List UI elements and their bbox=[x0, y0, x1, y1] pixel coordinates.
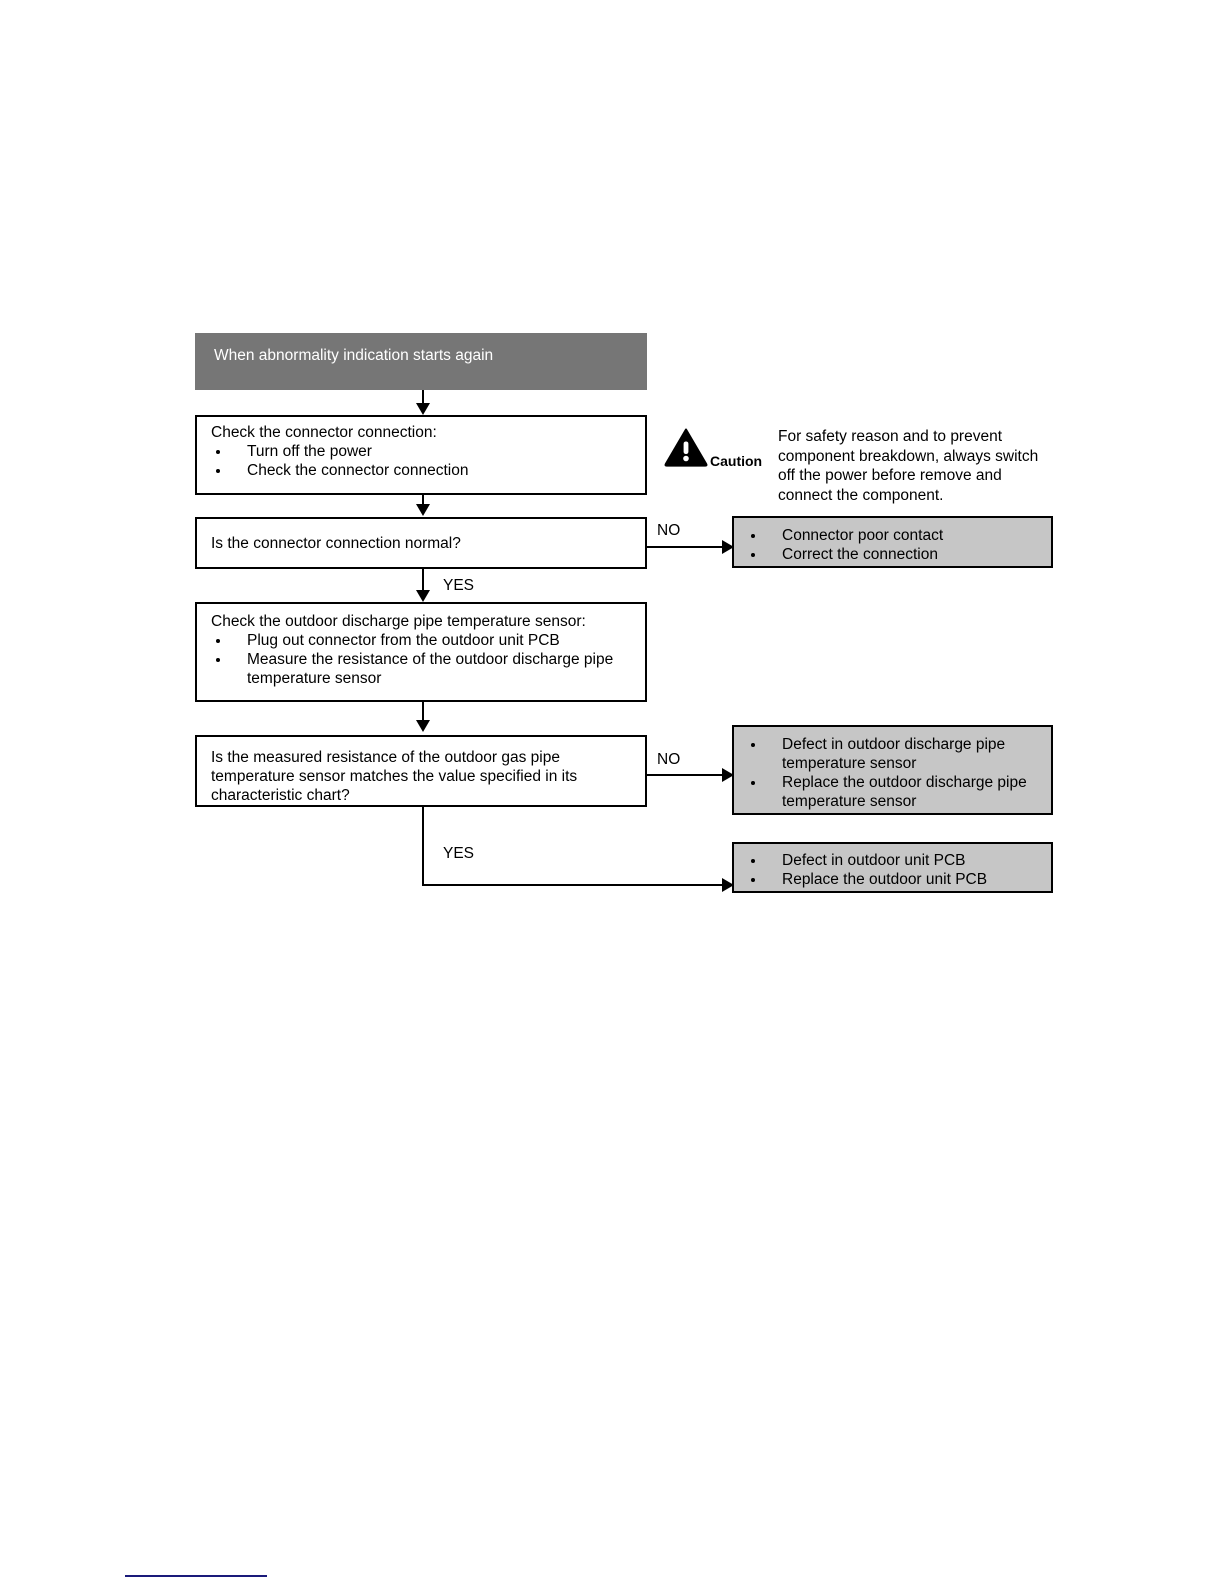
flow-header-label: When abnormality indication starts again bbox=[214, 347, 494, 364]
list-item: Replace the outdoor unit PCB bbox=[751, 870, 1037, 889]
list-item: Correct the connection bbox=[751, 545, 1036, 564]
edge-label-no-decision2: NO bbox=[657, 751, 681, 768]
edge-label-yes-decision1: YES bbox=[443, 577, 475, 594]
caution-note: Caution For safety reason and to prevent… bbox=[664, 427, 1054, 504]
arrow-step2-to-decision2 bbox=[416, 720, 430, 732]
list-item: Measure the resistance of the outdoor di… bbox=[216, 650, 626, 688]
result-box-connector-bullets: Connector poor contact Correct the conne… bbox=[751, 526, 1036, 564]
connector-line-decision2-yes-horizontal bbox=[422, 884, 726, 886]
list-item: Defect in outdoor unit PCB bbox=[751, 851, 1037, 870]
decision-box-resistance-match-question: Is the measured resistance of the outdoo… bbox=[211, 749, 582, 804]
result-box-sensor: Defect in outdoor discharge pipe tempera… bbox=[732, 725, 1053, 815]
process-box-check-connector-title: Check the connector connection: bbox=[211, 424, 437, 441]
flow-header-box: When abnormality indication starts again bbox=[195, 333, 647, 390]
list-item: Defect in outdoor discharge pipe tempera… bbox=[751, 735, 1037, 773]
list-item: Connector poor contact bbox=[751, 526, 1036, 545]
process-box-check-sensor-title: Check the outdoor discharge pipe tempera… bbox=[211, 613, 586, 630]
process-box-check-sensor-bullets: Plug out connector from the outdoor unit… bbox=[216, 631, 626, 688]
connector-line-decision2-yes-vertical bbox=[422, 807, 424, 886]
result-box-sensor-bullets: Defect in outdoor discharge pipe tempera… bbox=[751, 735, 1037, 811]
decision-box-resistance-match: Is the measured resistance of the outdoo… bbox=[195, 735, 647, 807]
connector-line-decision2-no bbox=[647, 774, 726, 776]
result-box-pcb-bullets: Defect in outdoor unit PCB Replace the o… bbox=[751, 851, 1037, 889]
connector-line-step2-to-decision2 bbox=[422, 702, 424, 724]
caution-text: For safety reason and to prevent compone… bbox=[778, 428, 1043, 504]
process-box-check-sensor: Check the outdoor discharge pipe tempera… bbox=[195, 602, 647, 702]
decision-box-connector-normal-question: Is the connector connection normal? bbox=[211, 535, 461, 552]
edge-label-yes-decision2: YES bbox=[443, 845, 475, 862]
footer-rule bbox=[125, 1575, 267, 1577]
process-box-check-connector-bullets: Turn off the power Check the connector c… bbox=[216, 442, 631, 480]
decision-box-connector-normal: Is the connector connection normal? bbox=[195, 517, 647, 569]
result-box-connector: Connector poor contact Correct the conne… bbox=[732, 516, 1053, 568]
connector-line-step1-to-decision1 bbox=[422, 495, 424, 505]
caution-label: Caution bbox=[710, 453, 763, 469]
arrow-header-to-step1 bbox=[416, 403, 430, 415]
list-item: Plug out connector from the outdoor unit… bbox=[216, 631, 626, 650]
arrow-decision2-no bbox=[722, 768, 734, 782]
arrow-decision2-yes bbox=[722, 878, 734, 892]
process-box-check-connector: Check the connector connection: Turn off… bbox=[195, 415, 647, 495]
edge-label-no-decision1: NO bbox=[657, 522, 681, 539]
connector-line-decision1-no bbox=[647, 546, 726, 548]
list-item: Replace the outdoor discharge pipe tempe… bbox=[751, 773, 1037, 811]
warning-triangle-icon bbox=[664, 427, 708, 472]
connector-line-decision1-yes bbox=[422, 569, 424, 593]
arrow-step1-to-decision1 bbox=[416, 504, 430, 516]
connector-line-header-to-step1 bbox=[422, 390, 424, 407]
arrow-decision1-yes bbox=[416, 590, 430, 602]
list-item: Turn off the power bbox=[216, 442, 631, 461]
arrow-decision1-no bbox=[722, 540, 734, 554]
result-box-pcb: Defect in outdoor unit PCB Replace the o… bbox=[732, 842, 1053, 893]
list-item: Check the connector connection bbox=[216, 461, 631, 480]
